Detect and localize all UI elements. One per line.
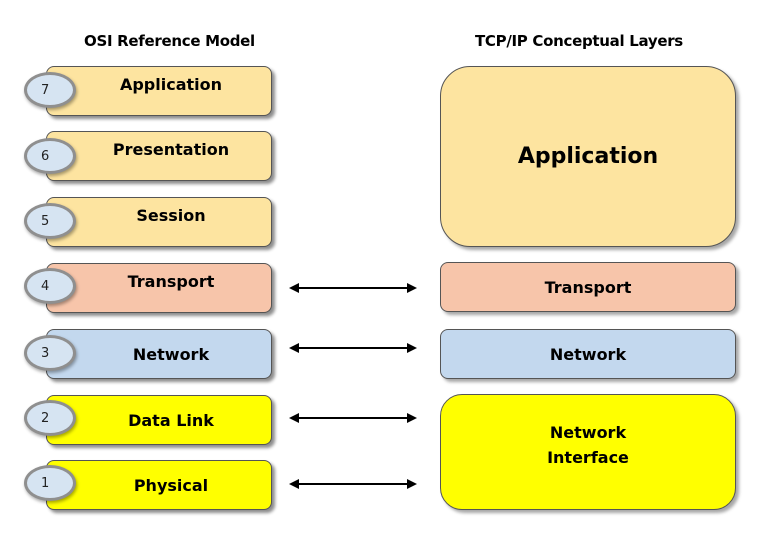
osi-layer-label: Data Link	[128, 410, 214, 430]
osi-layer-label: Network	[132, 344, 210, 364]
layer-number-badge: 7	[24, 72, 76, 108]
osi-layer-application: Application	[46, 66, 272, 116]
tcpip-layer-label: Transport	[544, 277, 632, 297]
layer-number-badge: 6	[24, 138, 76, 174]
layer-number-badge: 1	[24, 465, 76, 501]
tcpip-layer-label: Network	[549, 344, 627, 364]
tcpip-layer-label-line2: Interface	[547, 448, 629, 467]
layer-number-badge: 2	[24, 400, 76, 436]
layer-number-badge: 4	[24, 268, 76, 304]
osi-layer-network: Network	[46, 329, 272, 379]
layer-number-badge: 5	[24, 203, 76, 239]
tcpip-layer-label-line1: Network	[549, 423, 627, 442]
tcpip-layer-transport: Transport	[440, 262, 736, 312]
double-arrow-icon	[289, 283, 417, 293]
tcpip-layer-network: Network	[440, 329, 736, 379]
tcpip-layer-network-interface: Network Interface	[440, 394, 736, 510]
layer-number-badge: 3	[24, 335, 76, 371]
double-arrow-icon	[289, 343, 417, 353]
tcpip-model-title: TCP/IP Conceptual Layers	[475, 32, 683, 50]
osi-layer-label: Application	[119, 74, 223, 94]
osi-layer-label: Session	[136, 205, 206, 225]
tcpip-layer-label: Application	[517, 144, 659, 169]
osi-layer-transport: Transport	[46, 263, 272, 313]
tcpip-layer-application: Application	[440, 66, 736, 247]
osi-layer-label: Presentation	[112, 139, 230, 159]
osi-layer-label: Physical	[133, 475, 209, 495]
osi-layer-presentation: Presentation	[46, 131, 272, 181]
osi-layer-data-link: Data Link	[46, 395, 272, 445]
double-arrow-icon	[289, 479, 417, 489]
double-arrow-icon	[289, 413, 417, 423]
osi-layer-label: Transport	[127, 271, 215, 291]
osi-model-title: OSI Reference Model	[84, 32, 255, 50]
osi-layer-session: Session	[46, 197, 272, 247]
osi-layer-physical: Physical	[46, 460, 272, 510]
